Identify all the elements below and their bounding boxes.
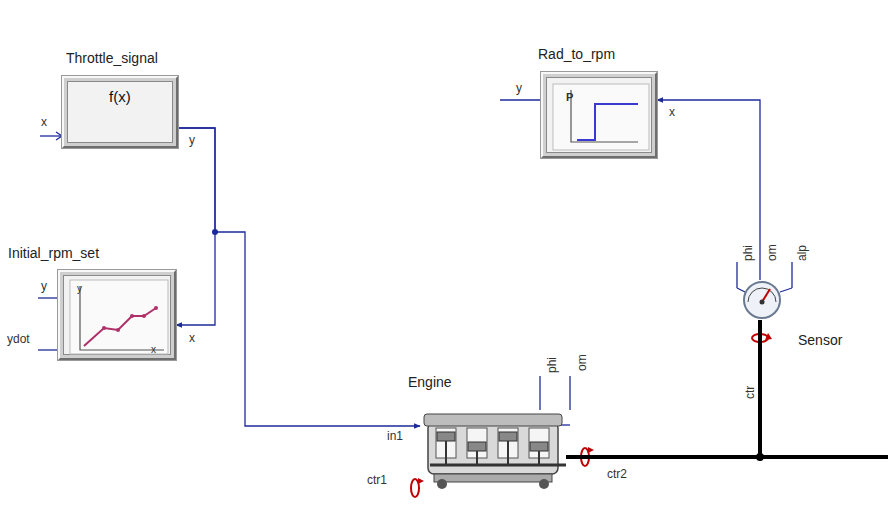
port-name: ctr1 [366,474,388,486]
port-name: y [188,134,196,146]
rotary-port-symbol [411,334,768,497]
axis-name: x [150,345,157,355]
port-name: phi [546,356,558,374]
engine-block: Engine [420,410,566,490]
speed-sensor: Sensor [742,280,782,320]
port-name: x [40,116,48,128]
table-icon [60,272,178,362]
block-name: Initial_rpm_set [8,245,99,261]
port-name: om [766,243,778,262]
icon-letter: P [565,92,574,103]
signal-wire [178,128,420,426]
gauge-icon [742,280,782,320]
port-name: om [576,353,588,372]
rotary-arrow [418,333,772,484]
signal-wire [657,100,760,280]
port-name: x [188,332,196,344]
port-stubs [38,100,792,425]
port-name: y [40,280,48,292]
port-name: ydot [6,333,31,345]
table-block: Initial_rpm_set [58,270,176,360]
shaft-line [760,455,888,459]
function-text: f(x) [109,88,131,105]
block-name: Sensor [798,332,842,348]
port-name: phi [742,244,754,262]
port-name: ctr2 [606,468,628,480]
signal-wire [176,128,215,325]
port-name: ctr [744,385,756,400]
axis-name: y [76,284,83,294]
block-name: Rad_to_rpm [538,46,615,62]
port-name: in1 [386,430,404,442]
shaft-connector [566,320,760,457]
port-name: x [668,106,676,118]
block-name: Throttle_signal [66,50,158,66]
port-name: y [515,82,523,94]
block-name: Engine [408,374,452,390]
conversion-block: Rad_to_rpm [541,72,657,158]
port-name: alp [796,244,808,262]
gain-icon [543,74,659,160]
function-block: Throttle_signalf(x) [62,76,178,148]
engine-icon [420,410,566,490]
